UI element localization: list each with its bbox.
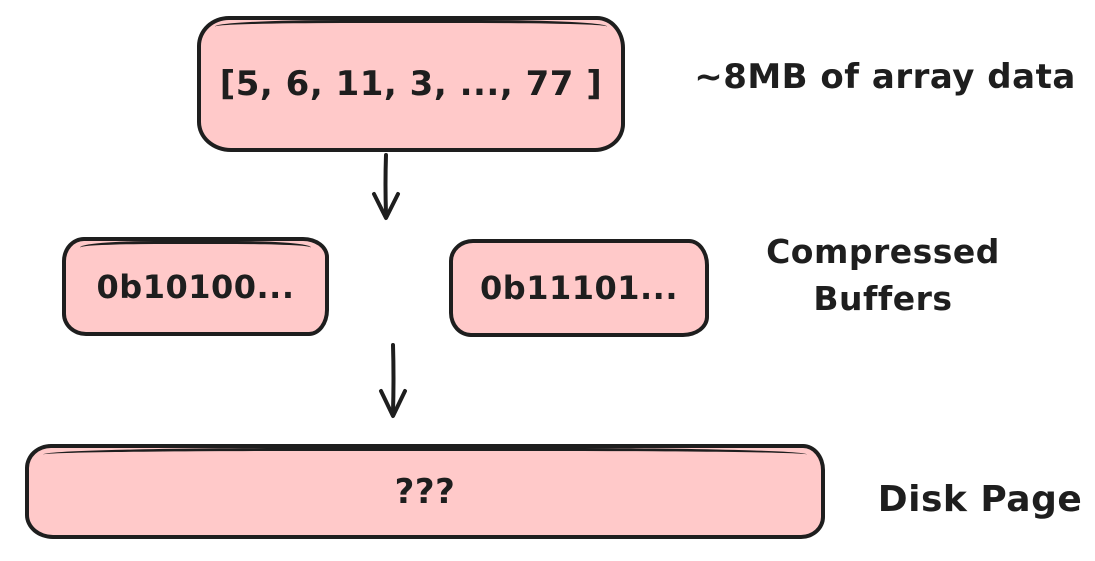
- compressed-buffers-annotation-line1: Compressed: [766, 232, 1000, 271]
- disk-page-box: ???: [25, 444, 825, 539]
- disk-page-annotation: Disk Page: [877, 479, 1083, 520]
- compressed-buffer-box-left: 0b10100...: [62, 237, 329, 336]
- compressed-buffers-annotation-line2: Buffers: [813, 279, 953, 318]
- down-arrow-icon: [372, 153, 400, 220]
- array-size-annotation: ~8MB of array data: [694, 57, 1076, 97]
- array-data-box: [5, 6, 11, 3, ..., 77 ]: [197, 16, 625, 152]
- disk-page-box-label: ???: [394, 471, 456, 512]
- down-arrow-icon: [379, 343, 407, 418]
- array-data-box-label: [5, 6, 11, 3, ..., 77 ]: [219, 64, 603, 104]
- compressed-buffer-box-right: 0b11101...: [449, 239, 709, 337]
- compressed-buffers-annotation: Compressed Buffers: [763, 228, 1003, 322]
- compressed-buffer-left-label: 0b10100...: [96, 267, 295, 306]
- compressed-buffer-right-label: 0b11101...: [480, 269, 678, 307]
